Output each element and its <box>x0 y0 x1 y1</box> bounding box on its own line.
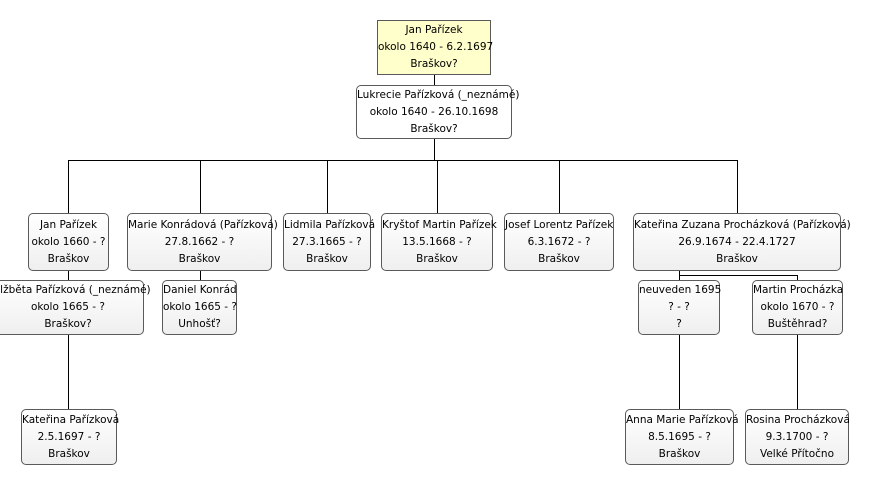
person-name: Lidmila Pařízková <box>284 218 376 231</box>
person-place: Braškov? <box>44 318 92 330</box>
person-name: neuveden 1695 <box>639 284 722 296</box>
person-name: Lukrecie Pařízková (_neznámé) <box>357 88 520 101</box>
person-place: Velké Přítočno <box>759 447 835 460</box>
person-dates: okolo 1665 - ? <box>31 301 105 313</box>
person-dates: 13.5.1668 - ? <box>402 235 472 248</box>
person-name: Rosina Procházková <box>746 413 850 426</box>
person-place: Braškov <box>47 252 90 265</box>
person-dates: okolo 1660 - ? <box>31 235 106 248</box>
person-dates: okolo 1640 - 6.2.1697 <box>378 41 494 53</box>
person-dates: 6.3.1672 - ? <box>527 235 591 248</box>
person-name: Daniel Konrád <box>163 284 237 296</box>
person-dates: 9.3.1700 - ? <box>765 430 829 443</box>
person-name: Anna Marie Pařízková <box>626 413 739 426</box>
person-name: Kryštof Martin Pařízek <box>382 218 497 231</box>
person-name: Jan Pařízek <box>405 24 463 36</box>
person-dates: 26.9.1674 - 22.4.1727 <box>678 235 796 248</box>
person-name: Marie Konrádová (Pařízková) <box>128 218 278 231</box>
person-place: ? <box>676 318 682 330</box>
person-dates: 8.5.1695 - ? <box>648 430 711 443</box>
person-krystof-martin-parizek[interactable]: Kryštof Martin Pařízek 13.5.1668 - ? Bra… <box>381 213 497 271</box>
person-place: Braškov? <box>410 122 458 135</box>
person-place: Braškov <box>538 252 580 265</box>
person-alzbeta-parizkova[interactable]: Alžběta Pařízková (_neznámé) okolo 1665 … <box>0 280 151 335</box>
person-marie-konradova[interactable]: Marie Konrádová (Pařízková) 27.8.1662 - … <box>127 213 278 271</box>
person-dates: okolo 1640 - 26.10.1698 <box>369 105 499 118</box>
person-neuveden-1695[interactable]: neuveden 1695 ? - ? ? <box>638 280 722 335</box>
person-anna-marie-parizkova[interactable]: Anna Marie Pařízková 8.5.1695 - ? Braško… <box>625 409 739 465</box>
person-name: Josef Lorentz Pařízek <box>505 218 614 231</box>
person-dates: okolo 1670 - ? <box>760 301 835 313</box>
person-place: Braškov <box>48 447 90 460</box>
person-place: Braškov? <box>410 58 458 70</box>
person-dates: okolo 1665 - ? <box>163 301 237 313</box>
person-katerina-zuzana-prochazkova[interactable]: Kateřina Zuzana Procházková (Pařízková) … <box>633 213 851 271</box>
person-martin-prochazka[interactable]: Martin Procházka okolo 1670 - ? Buštěhra… <box>752 280 843 335</box>
person-dates: 2.5.1697 - ? <box>37 430 101 443</box>
person-lukrecie-parizkova[interactable]: Lukrecie Pařízková (_neznámé) okolo 1640… <box>356 85 520 139</box>
person-name: Kateřina Pařízková <box>22 413 120 426</box>
person-josef-lorentz-parizek[interactable]: Josef Lorentz Pařízek 6.3.1672 - ? Brašk… <box>504 213 614 271</box>
person-lidmila-parizkova[interactable]: Lidmila Pařízková 27.3.1665 - ? Braškov <box>283 213 376 271</box>
person-place: Braškov <box>716 252 758 265</box>
person-rosina-prochazkova[interactable]: Rosina Procházková 9.3.1700 - ? Velké Př… <box>745 409 850 465</box>
person-place: Braškov <box>658 447 701 460</box>
person-place: Braškov <box>178 252 221 265</box>
person-jan-parizek-root[interactable]: Jan Pařízek okolo 1640 - 6.2.1697 Braško… <box>377 20 494 75</box>
person-daniel-konrad[interactable]: Daniel Konrád okolo 1665 - ? Unhošť? <box>162 280 237 335</box>
person-jan-parizek-child[interactable]: Jan Pařízek okolo 1660 - ? Braškov <box>28 213 109 271</box>
person-dates: 27.3.1665 - ? <box>292 235 362 248</box>
person-katerina-parizkova[interactable]: Kateřina Pařízková 2.5.1697 - ? Braškov <box>21 409 120 465</box>
person-name: Martin Procházka <box>753 284 844 296</box>
person-name: Alžběta Pařízková (_neznámé) <box>0 284 151 296</box>
person-place: Unhošť? <box>178 318 221 330</box>
person-place: Braškov <box>416 252 458 265</box>
person-name: Jan Pařízek <box>39 218 98 231</box>
person-dates: ? - ? <box>668 301 690 313</box>
person-place: Buštěhrad? <box>767 318 828 330</box>
person-place: Braškov <box>306 252 348 265</box>
person-dates: 27.8.1662 - ? <box>164 235 235 248</box>
person-name: Kateřina Zuzana Procházková (Pařízková) <box>634 218 851 231</box>
